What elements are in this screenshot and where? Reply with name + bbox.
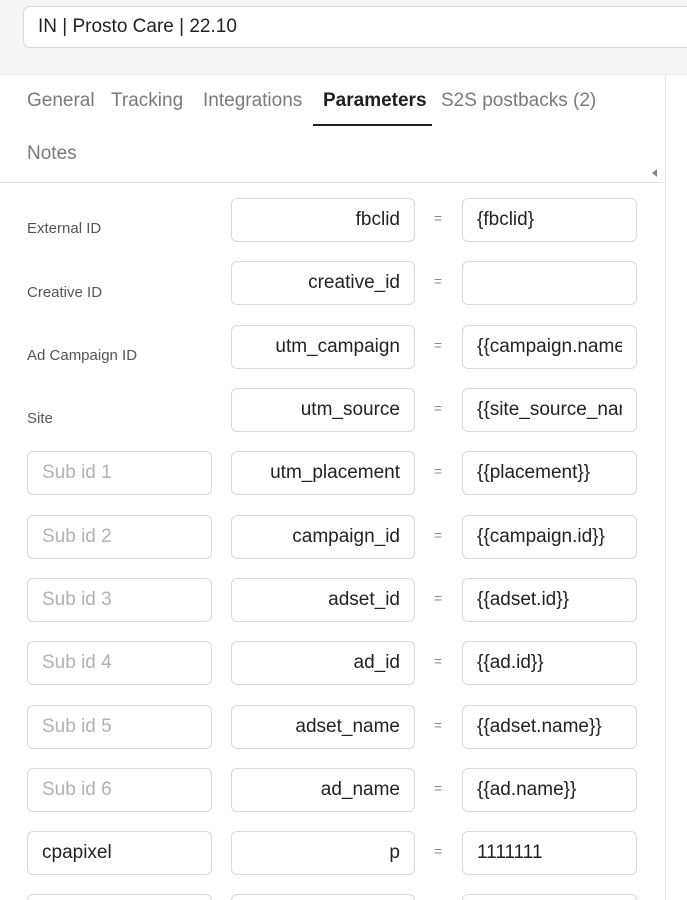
equals-sign: = (433, 653, 443, 669)
param-name-field[interactable] (231, 641, 415, 685)
row-label-site: Site (27, 410, 53, 427)
sub-id-field[interactable] (27, 578, 212, 622)
sub-id-field[interactable] (27, 768, 212, 812)
param-value-field[interactable] (462, 515, 637, 559)
row-label-external-id: External ID (27, 220, 102, 237)
equals-sign: = (433, 210, 443, 226)
tabs-scroll-left-icon[interactable] (652, 169, 657, 177)
tab-notes[interactable]: Notes (27, 143, 77, 164)
param-name-field[interactable] (231, 451, 415, 495)
param-name-field[interactable] (231, 388, 415, 432)
param-name-field[interactable] (231, 705, 415, 749)
equals-sign: = (433, 463, 443, 479)
param-value-field[interactable] (462, 831, 637, 875)
equals-sign: = (433, 400, 443, 416)
param-name-field[interactable] (231, 894, 415, 900)
param-value-field[interactable] (462, 451, 637, 495)
param-value-field[interactable] (462, 198, 637, 242)
campaign-name-input[interactable] (23, 6, 687, 48)
param-name-field[interactable] (231, 515, 415, 559)
tab-parameters[interactable]: Parameters (323, 90, 427, 111)
sub-id-field[interactable] (27, 451, 212, 495)
tab-integrations[interactable]: Integrations (203, 90, 303, 111)
tab-s2s-postbacks[interactable]: S2S postbacks (2) (441, 90, 597, 111)
tab-bar: General Tracking Integrations Parameters… (0, 74, 665, 183)
param-value-field[interactable] (462, 768, 637, 812)
param-value-field[interactable] (462, 325, 637, 369)
param-name-field[interactable] (231, 768, 415, 812)
param-name-field[interactable] (231, 325, 415, 369)
param-name-field[interactable] (231, 261, 415, 305)
row-label-creative-id: Creative ID (27, 284, 103, 301)
equals-sign: = (433, 780, 443, 796)
tab-tracking[interactable]: Tracking (111, 90, 184, 111)
param-name-field[interactable] (231, 578, 415, 622)
param-value-field[interactable] (462, 261, 637, 305)
param-value-field[interactable] (462, 894, 637, 900)
equals-sign: = (433, 337, 443, 353)
panel-divider (665, 74, 666, 900)
sub-id-field[interactable] (27, 705, 212, 749)
equals-sign: = (433, 843, 443, 859)
param-value-field[interactable] (462, 641, 637, 685)
sub-id-field[interactable] (27, 831, 212, 875)
equals-sign: = (433, 527, 443, 543)
sub-id-field[interactable] (27, 641, 212, 685)
param-name-field[interactable] (231, 831, 415, 875)
param-value-field[interactable] (462, 578, 637, 622)
param-value-field[interactable] (462, 705, 637, 749)
sub-id-field[interactable] (27, 894, 212, 900)
tab-general[interactable]: General (27, 90, 95, 111)
equals-sign: = (433, 717, 443, 733)
param-value-field[interactable] (462, 388, 637, 432)
active-tab-indicator (313, 124, 432, 126)
row-label-ad-campaign-id: Ad Campaign ID (27, 347, 138, 364)
header-band (0, 0, 687, 75)
param-name-field[interactable] (231, 198, 415, 242)
equals-sign: = (433, 590, 443, 606)
equals-sign: = (433, 273, 443, 289)
sub-id-field[interactable] (27, 515, 212, 559)
